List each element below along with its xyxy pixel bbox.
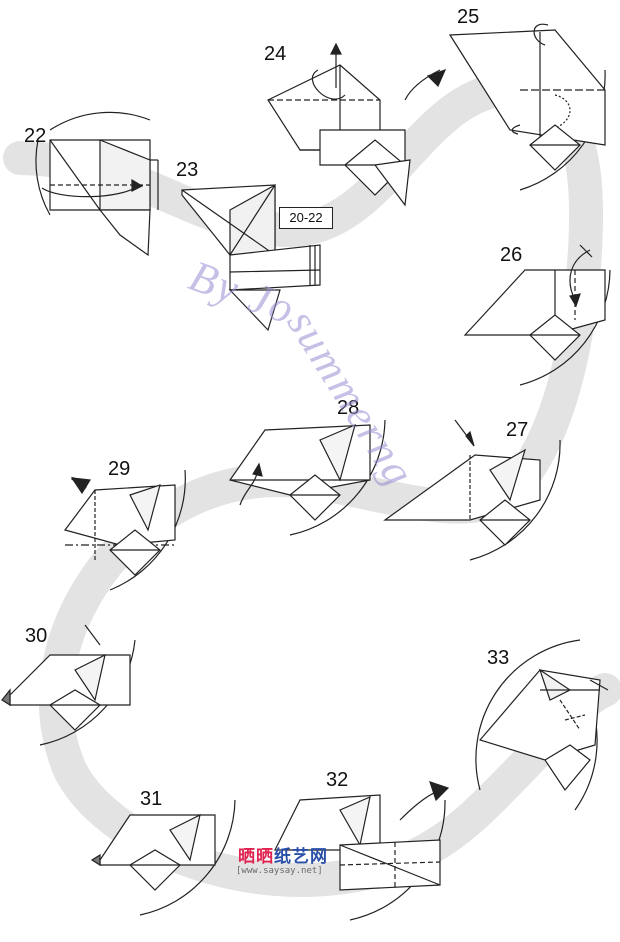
step-23-figure: [181, 183, 321, 332]
step-number-33: 33: [487, 647, 510, 669]
step-number-32: 32: [326, 769, 349, 791]
step-number-25: 25: [457, 6, 480, 28]
step-32-figure: [274, 781, 450, 921]
step-number-23: 23: [176, 159, 199, 181]
step-26-figure: [463, 244, 611, 386]
step-number-28: 28: [337, 397, 360, 419]
step-number-30: 30: [25, 625, 48, 647]
step-33-figure: [475, 639, 609, 811]
step-number-22: 22: [24, 125, 47, 147]
step-number-31: 31: [140, 788, 163, 810]
step-24-figure: [267, 42, 447, 207]
step-31-figure: [90, 799, 236, 916]
step-25-figure: [448, 23, 606, 191]
repeat-steps-reference: 20-22: [279, 207, 333, 229]
step-29-figure: [63, 469, 186, 591]
step-number-24: 24: [264, 43, 287, 65]
step-30-figure: [1, 624, 136, 746]
site-logo: 晒晒纸艺网: [238, 847, 328, 867]
step-27-figure: [383, 419, 561, 561]
step-28-figure: [229, 419, 386, 536]
step-number-27: 27: [506, 419, 529, 441]
step-number-29: 29: [108, 458, 131, 480]
step-22-figure: [35, 111, 159, 257]
site-url: [www.saysay.net]: [236, 866, 323, 876]
step-number-26: 26: [500, 244, 523, 266]
